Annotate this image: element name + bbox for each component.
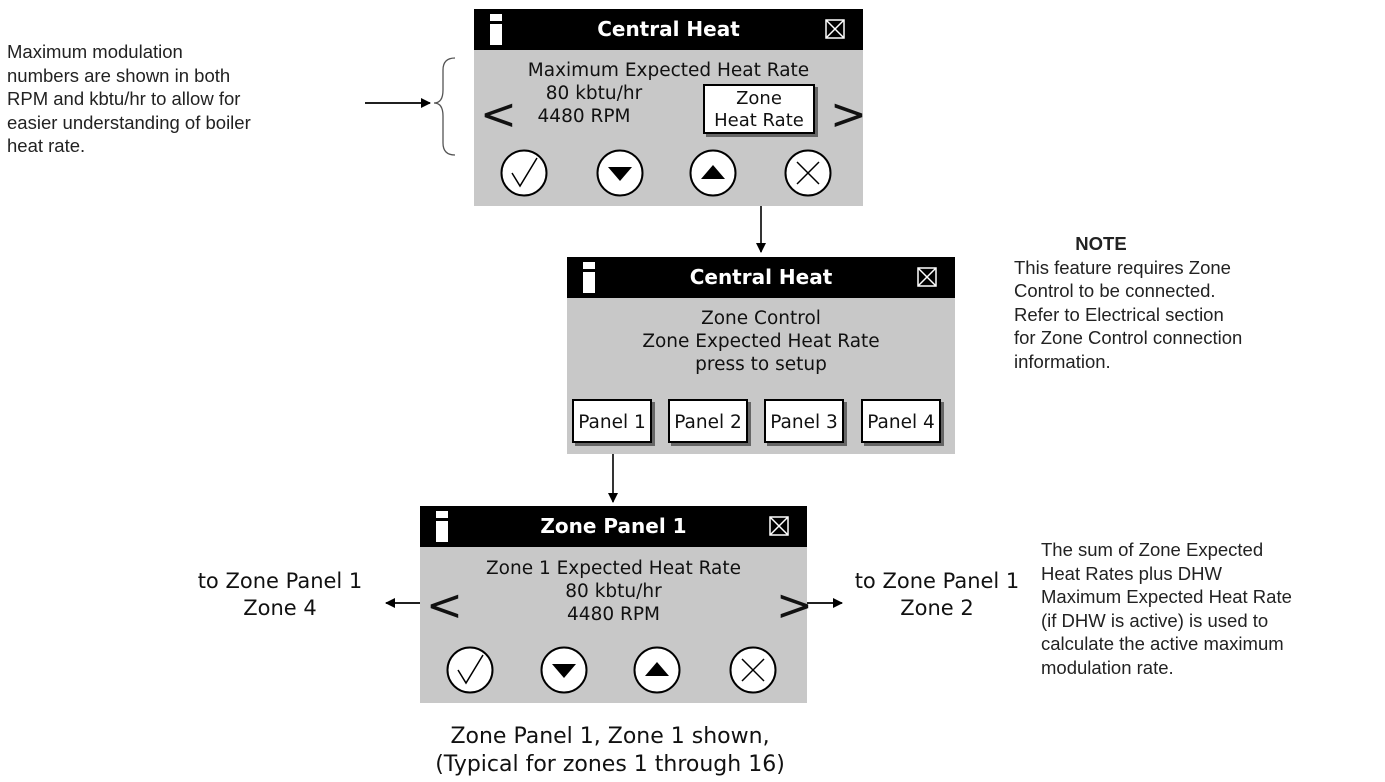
close-icon[interactable]: [825, 19, 845, 39]
confirm-button[interactable]: [500, 149, 548, 197]
annotation-line: RPM and kbtu/hr to allow for: [7, 88, 241, 109]
rpm-value: 4480 RPM: [567, 604, 660, 625]
info-icon[interactable]: [583, 262, 595, 293]
close-icon[interactable]: [917, 267, 937, 287]
cancel-button[interactable]: [729, 646, 777, 694]
heat-rate-label: Maximum Expected Heat Rate: [527, 60, 810, 81]
title-bar: Zone Panel 1: [420, 506, 807, 547]
down-button[interactable]: [540, 646, 588, 694]
cancel-button[interactable]: [784, 149, 832, 197]
annotation-line: calculate the active maximum: [1041, 633, 1284, 654]
zone-control-label: Zone Control: [701, 308, 821, 329]
next-arrow-icon[interactable]: >: [830, 89, 867, 140]
caption-line: Zone Panel 1, Zone 1 shown,: [450, 724, 770, 749]
annotation-line: Maximum modulation: [7, 41, 183, 62]
zone-heat-rate-button[interactable]: Zone Heat Rate: [703, 84, 815, 134]
note-line: Refer to Electrical section: [1014, 303, 1224, 325]
prev-arrow-icon[interactable]: <: [480, 89, 517, 140]
confirm-button[interactable]: [446, 646, 494, 694]
up-button[interactable]: [633, 646, 681, 694]
figure-caption: Zone Panel 1, Zone 1 shown, (Typical for…: [410, 723, 810, 779]
screen-title: Central Heat: [597, 17, 740, 41]
modulation-annotation: Maximum modulation numbers are shown in …: [7, 40, 251, 158]
prev-arrow-icon[interactable]: <: [426, 580, 463, 631]
panel-4-button[interactable]: Panel 4: [861, 399, 941, 443]
info-icon[interactable]: [490, 14, 502, 45]
note-line: Control to be connected.: [1014, 280, 1216, 301]
next-arrow-icon[interactable]: >: [776, 580, 813, 631]
central-heat-screen: Central Heat Maximum Expected Heat Rate …: [474, 9, 867, 206]
up-button[interactable]: [689, 149, 737, 197]
screen-title: Central Heat: [689, 265, 833, 289]
setup-hint: press to setup: [695, 354, 827, 375]
annotation-line: numbers are shown in both: [7, 64, 231, 86]
title-bar: Central Heat: [474, 9, 863, 50]
rpm-value: 4480 RPM: [537, 106, 631, 127]
close-icon[interactable]: [769, 516, 789, 536]
down-button[interactable]: [596, 149, 644, 197]
kbtu-value: 80 kbtu/hr: [545, 83, 643, 104]
zone-heat-rate-label: Zone 1 Expected Heat Rate: [485, 558, 741, 579]
annotation-line: Maximum Expected Heat Rate: [1041, 586, 1292, 607]
note-line: for Zone Control connection: [1014, 327, 1243, 348]
panel-2-button[interactable]: Panel 2: [668, 399, 748, 443]
sum-annotation: The sum of Zone Expected Heat Rates plus…: [1041, 538, 1292, 679]
kbtu-value: 80 kbtu/hr: [565, 581, 662, 602]
note-line: information.: [1014, 350, 1111, 372]
caption-line: (Typical for zones 1 through 16): [435, 752, 785, 777]
annotation-line: (if DHW is active) is used to: [1041, 609, 1269, 631]
brace-shape: [433, 57, 456, 156]
button-label: Zone: [736, 88, 782, 109]
annotation-line: heat rate.: [7, 135, 86, 156]
panel-3-button[interactable]: Panel 3: [764, 399, 844, 443]
info-icon[interactable]: [436, 511, 448, 542]
note-line: This feature requires Zone: [1014, 256, 1231, 278]
zone-heat-rate-label: Zone Expected Heat Rate: [642, 331, 880, 352]
label-line: to Zone Panel 1: [197, 569, 363, 593]
label-line: Zone 2: [900, 596, 974, 620]
note-block: NOTE This feature requires Zone Control …: [1014, 232, 1242, 373]
right-nav-label: to Zone Panel 1 Zone 2: [842, 568, 1032, 622]
screen-title: Zone Panel 1: [540, 514, 687, 538]
annotation-line: modulation rate.: [1041, 656, 1174, 678]
label-line: Zone 4: [243, 596, 317, 620]
annotation-line: The sum of Zone Expected: [1041, 539, 1264, 560]
label-line: to Zone Panel 1: [854, 569, 1020, 593]
annotation-line: Heat Rates plus DHW: [1041, 562, 1222, 584]
zone-control-screen: Central Heat Zone Control Zone Expected …: [567, 257, 955, 454]
title-bar: Central Heat: [567, 257, 955, 298]
left-nav-label: to Zone Panel 1 Zone 4: [175, 568, 385, 622]
button-label: Heat Rate: [714, 110, 804, 131]
note-heading: NOTE: [1075, 233, 1127, 254]
zone-panel-screen: Zone Panel 1 Zone 1 Expected Heat Rate 8…: [420, 506, 813, 703]
annotation-line: easier understanding of boiler: [7, 111, 251, 133]
panel-1-button[interactable]: Panel 1: [572, 399, 652, 443]
